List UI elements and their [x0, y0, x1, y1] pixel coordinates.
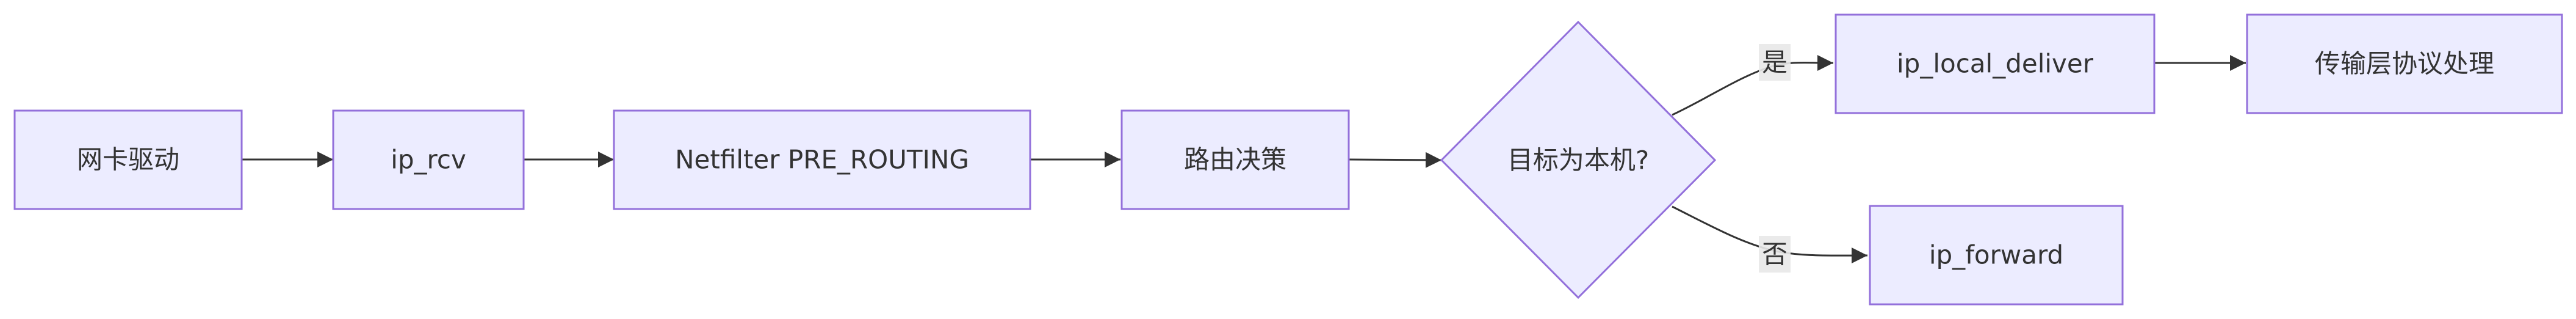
edge-label-no: 否	[1759, 236, 1791, 273]
node-ip-forward-label: ip_forward	[1929, 240, 2063, 270]
node-routing-decision-label: 路由决策	[1184, 145, 1286, 175]
node-transport-layer-label: 传输层协议处理	[2315, 49, 2494, 79]
node-transport-layer: 传输层协议处理	[2246, 13, 2563, 114]
node-ip-forward: ip_forward	[1869, 205, 2124, 306]
node-ip-rcv-label: ip_rcv	[391, 145, 466, 175]
edge-label-yes: 是	[1759, 44, 1791, 81]
node-ip-local-deliver: ip_local_deliver	[1835, 13, 2156, 114]
node-ip-local-deliver-label: ip_local_deliver	[1897, 49, 2094, 79]
edge-label-yes-text: 是	[1762, 48, 1788, 78]
node-netfilter-prerouting: Netfilter PRE_ROUTING	[613, 109, 1031, 210]
node-is-local-label: 目标为本机?	[1507, 145, 1649, 175]
edge-decision-to-local-deliver	[1672, 54, 1834, 116]
node-nic-driver: 网卡驱动	[13, 109, 243, 210]
edge-label-no-text: 否	[1762, 240, 1788, 270]
node-ip-rcv: ip_rcv	[332, 109, 525, 210]
node-netfilter-prerouting-label: Netfilter PRE_ROUTING	[675, 145, 969, 175]
node-nic-driver-label: 网卡驱动	[77, 145, 179, 175]
node-routing-decision: 路由决策	[1120, 109, 1350, 210]
node-is-local-decision: 目标为本机?	[1440, 20, 1717, 299]
